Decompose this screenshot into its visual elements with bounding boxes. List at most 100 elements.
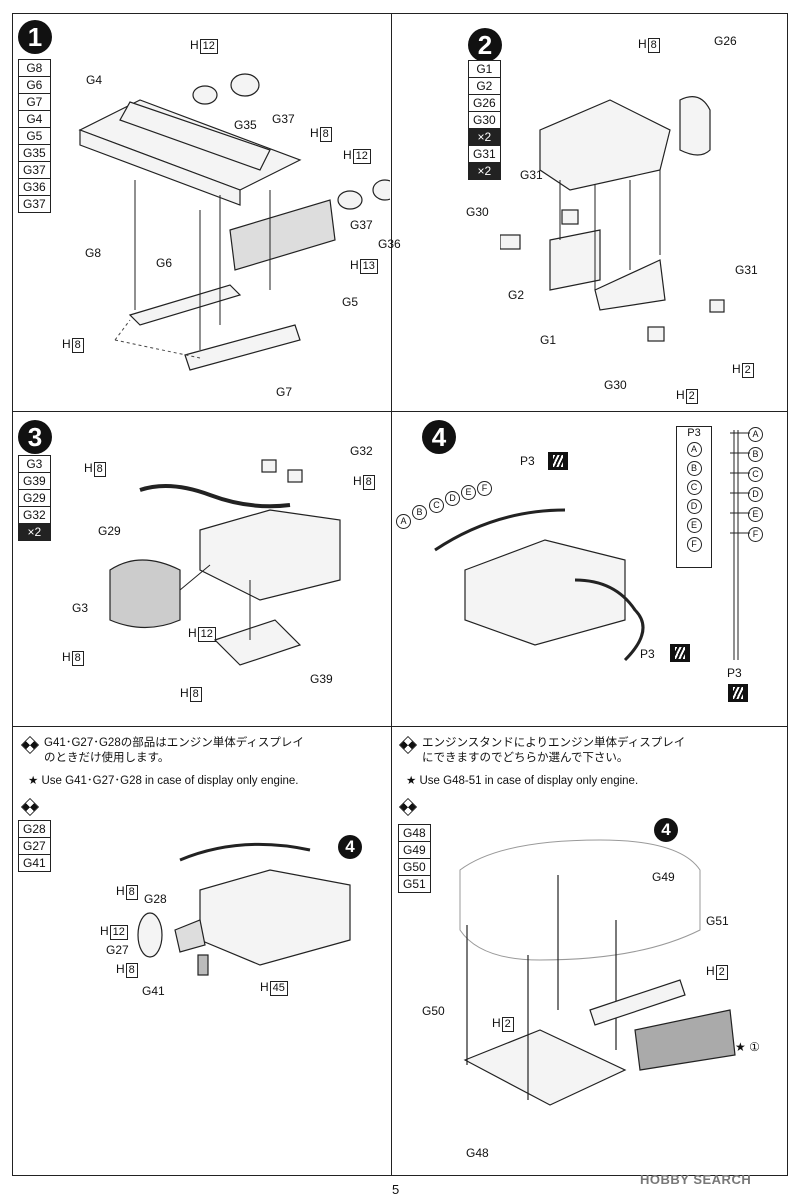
legend-item: D bbox=[677, 499, 711, 514]
label-p3: P3 bbox=[520, 454, 535, 468]
h-prefix: H bbox=[180, 686, 189, 700]
h-number: 12 bbox=[197, 627, 216, 642]
step-1-drawing bbox=[78, 73, 390, 371]
h-prefix: H bbox=[188, 626, 197, 640]
label-p3: P3 bbox=[727, 666, 742, 680]
row-divider-2 bbox=[12, 726, 788, 727]
wire-letter: B bbox=[412, 505, 427, 520]
h-prefix: H bbox=[343, 148, 352, 162]
legend-item: C bbox=[677, 480, 711, 495]
label-g49: G49 bbox=[652, 870, 675, 884]
h-prefix: H bbox=[190, 38, 199, 52]
wire-letter: F bbox=[686, 537, 702, 552]
step-2-parts-list: G1 G2 G26 G30 ×2 G31 ×2 bbox=[468, 60, 501, 180]
part-item: G1 bbox=[469, 61, 500, 78]
note-jp-line-1: エンジンスタンドによりエンジン単体ディスプレイ bbox=[422, 737, 686, 749]
h-number: 45 bbox=[269, 981, 288, 996]
h-prefix: H bbox=[492, 1016, 501, 1030]
legend-item: A bbox=[677, 442, 711, 457]
part-item: G31 bbox=[469, 146, 500, 163]
h-prefix: H bbox=[62, 337, 71, 351]
bottom-left-drawing bbox=[137, 842, 351, 976]
scale-label-e: E bbox=[748, 506, 763, 522]
step-ref-4: 4 bbox=[338, 835, 362, 859]
h-prefix: H bbox=[116, 884, 125, 898]
decal-p3-icon bbox=[670, 644, 690, 662]
decal-p3-icon bbox=[728, 684, 748, 702]
label-g31: G31 bbox=[520, 168, 543, 182]
part-item: G27 bbox=[19, 838, 50, 855]
h-prefix: H bbox=[638, 37, 647, 51]
wire-letter: E bbox=[461, 485, 476, 500]
label-g4: G4 bbox=[86, 73, 103, 87]
scale-label-d: D bbox=[748, 486, 763, 502]
part-item: G5 bbox=[19, 128, 50, 145]
step-3-drawing bbox=[109, 459, 341, 666]
h-number: 8 bbox=[647, 38, 660, 53]
step-3-number: 3 bbox=[18, 420, 52, 454]
note-jp-line-1: G41･G27･G28の部品はエンジン単体ディスプレイ bbox=[44, 737, 304, 749]
h-prefix: H bbox=[62, 650, 71, 664]
h-number: 12 bbox=[109, 925, 128, 940]
option-flag-icon bbox=[22, 799, 38, 815]
h-number: 8 bbox=[319, 127, 332, 142]
h-number: 12 bbox=[199, 39, 218, 54]
label-g36: G36 bbox=[378, 237, 401, 251]
wire-letter: B bbox=[686, 461, 702, 476]
h-number: 8 bbox=[362, 475, 375, 490]
option-flag-icon bbox=[400, 737, 416, 753]
wire-letter: E bbox=[748, 507, 763, 522]
legend-item: F bbox=[677, 537, 711, 552]
h-number: 8 bbox=[93, 462, 106, 477]
part-item: G50 bbox=[399, 859, 430, 876]
step-2-number: 2 bbox=[468, 28, 502, 62]
h-prefix: H bbox=[116, 962, 125, 976]
part-item: G49 bbox=[399, 842, 430, 859]
part-item: G28 bbox=[19, 821, 50, 838]
wire-letter: B bbox=[748, 447, 763, 462]
part-item: G7 bbox=[19, 94, 50, 111]
wire-label-d: D bbox=[445, 490, 460, 506]
h-prefix: H bbox=[706, 964, 715, 978]
wire-label-b: B bbox=[412, 504, 427, 520]
bottom-right-parts-list: G48 G49 G50 G51 bbox=[398, 824, 431, 893]
note-en: ★ Use G48-51 in case of display only eng… bbox=[406, 775, 639, 787]
part-item: G48 bbox=[399, 825, 430, 842]
step-3-parts-list: G3 G39 G29 G32 ×2 bbox=[18, 455, 51, 541]
part-item: G39 bbox=[19, 473, 50, 490]
row-divider-1 bbox=[12, 411, 788, 412]
wire-label-a: A bbox=[396, 513, 411, 529]
bottom-left-parts-list: G28 G27 G41 bbox=[18, 820, 51, 872]
part-quantity: ×2 bbox=[19, 524, 50, 540]
h-number: 2 bbox=[685, 389, 698, 404]
col-divider-3 bbox=[391, 726, 392, 1176]
h-number: 8 bbox=[189, 687, 202, 702]
step-1-number: 1 bbox=[18, 20, 52, 54]
wire-letter: C bbox=[686, 480, 702, 495]
wire-letter: A bbox=[686, 442, 702, 457]
h-number: 8 bbox=[125, 885, 138, 900]
part-item: G30 bbox=[469, 112, 500, 129]
label-g1: G1 bbox=[540, 333, 557, 347]
watermark: HOBBY SEARCH bbox=[640, 1172, 752, 1187]
decal-p3-icon bbox=[548, 452, 568, 470]
decal-number: ① bbox=[749, 1040, 760, 1054]
note-jp-line-2: のときだけ使用します。 bbox=[44, 752, 170, 764]
h-prefix: H bbox=[350, 258, 359, 272]
part-item: G4 bbox=[19, 111, 50, 128]
label-g6: G6 bbox=[156, 256, 173, 270]
part-item: G37 bbox=[19, 162, 50, 179]
